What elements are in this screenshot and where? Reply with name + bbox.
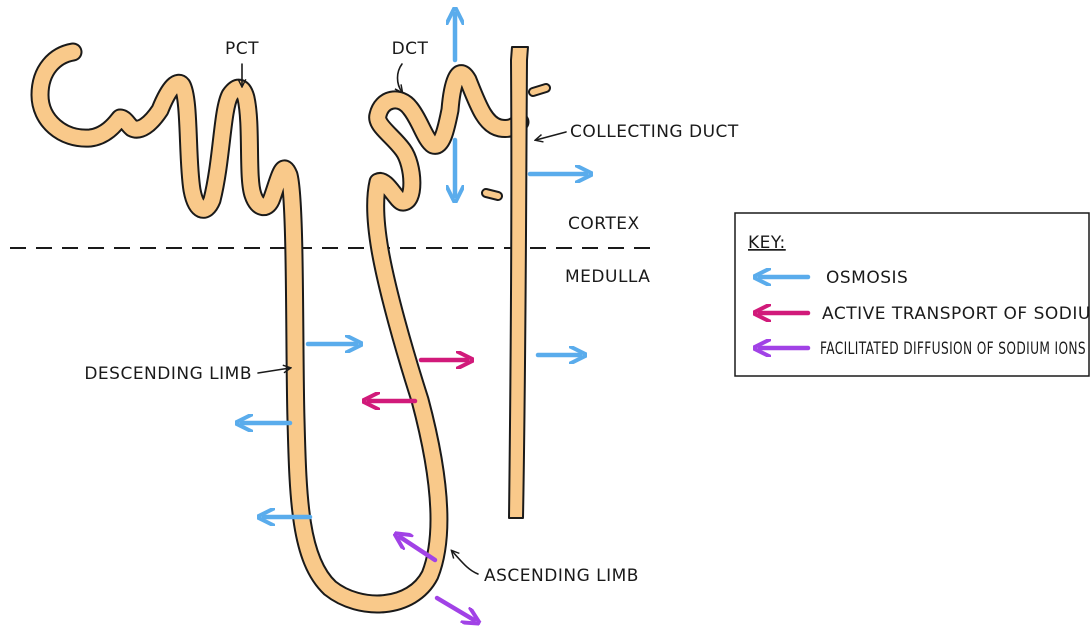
pct-label: PCT	[225, 39, 259, 59]
ascending-limb-pointer	[452, 551, 478, 574]
cortex-label: CORTEX	[568, 214, 640, 234]
nephron-tubule	[40, 52, 520, 604]
key-legend: KEY: OSMOSIS ACTIVE TRANSPORT OF SODIUM …	[735, 213, 1090, 376]
medulla-label: MEDULLA	[565, 267, 650, 287]
key-facilitated-diffusion-label: FACILITATED DIFFUSION OF SODIUM IONS	[820, 339, 1086, 359]
key-title: KEY:	[748, 233, 786, 253]
descending-limb-pointer	[258, 368, 290, 373]
dct-pointer	[398, 64, 403, 92]
key-active-transport-label: ACTIVE TRANSPORT OF SODIUM IONS	[822, 304, 1090, 324]
ascending-limb-label: ASCENDING LIMB	[484, 566, 639, 586]
key-osmosis-label: OSMOSIS	[826, 268, 908, 288]
collecting-duct-label: COLLECTING DUCT	[570, 122, 739, 142]
collecting-duct-pointer	[536, 132, 566, 140]
facilitated-diffusion-arrow	[437, 598, 474, 620]
dct-label: DCT	[392, 39, 429, 59]
descending-limb-label: DESCENDING LIMB	[84, 364, 252, 384]
